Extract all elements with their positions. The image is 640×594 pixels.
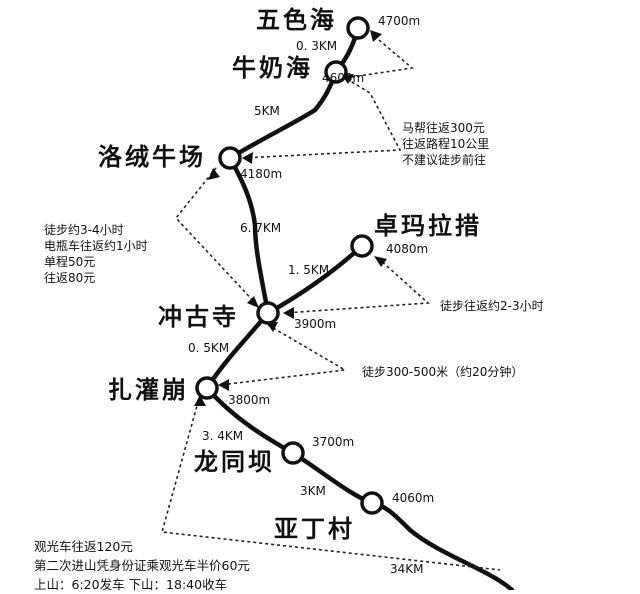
zhaguan-label: 扎灌崩 <box>108 376 189 404</box>
horse-guide <box>242 77 402 159</box>
horse-note-line: 不建议徒步前往 <box>402 153 487 167</box>
zhaguan-walk-guide <box>219 324 348 386</box>
bus-guide <box>160 394 501 571</box>
station-markers <box>195 16 384 515</box>
wuse-label: 五色海 <box>256 6 337 34</box>
distance-wuse-niunai: 0. 3KM <box>296 39 338 53</box>
longtong-marker[interactable] <box>281 441 305 465</box>
luorong-walk-note-line: 单程50元 <box>44 255 96 269</box>
niunai-altitude: 4600m <box>322 71 365 85</box>
niunai-label: 牛奶海 <box>232 54 313 82</box>
dotted-guides <box>160 33 501 571</box>
zhaguan-walk-note: 徒步300-500米（约20分钟） <box>362 365 524 379</box>
zhuoma-walk-note: 徒步往返约2-3小时 <box>440 299 544 313</box>
distance-chonggu-zhuoma: 1. 5KM <box>288 263 330 277</box>
longtong-label: 龙同坝 <box>194 448 275 476</box>
zhuoma-altitude: 4080m <box>386 242 429 256</box>
wuse-guide <box>344 33 414 79</box>
luorong-walk-note-line: 往返80元 <box>44 271 96 285</box>
wuse-altitude: 4700m <box>378 14 421 28</box>
distance-zhaguan-longtong: 3. 4KM <box>202 429 244 443</box>
bus-info-line: 观光车往返120元 <box>34 539 133 554</box>
bus-info-line: 上山：6:20发车 下山：18:40收车 <box>34 577 228 592</box>
bus-info-line: 第二次进山凭身份证乘观光车半价60元 <box>34 558 250 573</box>
distance-yading-exit: 34KM <box>390 562 424 576</box>
longtong-altitude: 3700m <box>312 435 355 449</box>
yading-altitude: 4060m <box>392 491 435 505</box>
zhuoma-marker[interactable] <box>350 234 374 258</box>
chonggu-marker[interactable] <box>256 301 280 325</box>
chonggu-altitude: 3900m <box>294 317 337 331</box>
luorong-label: 洛绒牛场 <box>98 143 206 171</box>
distance-niunai-luorong: 5KM <box>254 104 280 118</box>
yading-marker[interactable] <box>360 491 384 515</box>
chonggu-label: 冲古寺 <box>158 303 239 331</box>
horse-note-line: 马帮往返300元 <box>402 121 485 135</box>
distance-longtong-yading: 3KM <box>300 484 326 498</box>
distance-luorong-chonggu: 6. 7KM <box>240 221 282 235</box>
distance-chonggu-zhaguan: 0. 5KM <box>188 341 230 355</box>
zhuoma-branch-path <box>267 243 365 315</box>
bus-info: 观光车往返120元 第二次进山凭身份证乘观光车半价60元 上山：6:20发车 下… <box>34 537 250 594</box>
horse-note-line: 往返路程10公里 <box>402 137 490 151</box>
zhaguan-altitude: 3800m <box>228 393 271 407</box>
zhaguan-marker[interactable] <box>195 376 219 400</box>
luorong-walk-note-line: 电瓶车往返约1小时 <box>44 239 148 253</box>
main-route-path <box>204 25 515 590</box>
luorong-marker[interactable] <box>218 146 242 170</box>
niunai-marker[interactable] <box>324 60 348 84</box>
horse-note: 马帮往返300元 往返路程10公里 不建议徒步前往 <box>402 120 489 168</box>
zhuoma-label: 卓玛拉措 <box>374 212 482 240</box>
luorong-walk-guide <box>174 167 259 307</box>
zhuoma-walk-guide <box>284 257 430 314</box>
luorong-altitude: 4180m <box>240 167 283 181</box>
yading-label: 亚丁村 <box>274 515 355 543</box>
luorong-walk-note: 徒步约3-4小时 电瓶车往返约1小时 单程50元 往返80元 <box>44 222 148 286</box>
luorong-walk-note-line: 徒步约3-4小时 <box>44 223 124 237</box>
wuse-marker[interactable] <box>346 16 370 40</box>
